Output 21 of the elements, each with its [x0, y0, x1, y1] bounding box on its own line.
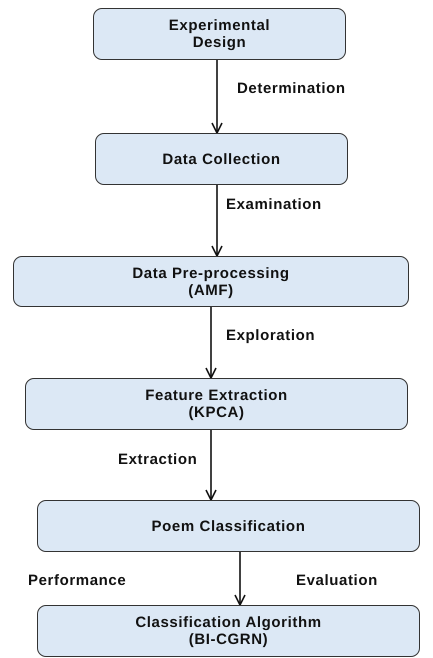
arrow [205, 430, 217, 501]
process-box [25, 378, 408, 430]
arrow [234, 552, 246, 606]
step-title: Data Collection [162, 150, 281, 168]
step-title: Poem Classification [152, 518, 306, 534]
process-box [37, 500, 420, 552]
process-box [95, 133, 348, 185]
step-title: Data Pre-processing [132, 264, 290, 282]
arrow [211, 60, 223, 134]
arrow [205, 307, 217, 379]
method-name: (BI-CGRN) [188, 631, 268, 648]
arrow [211, 185, 223, 257]
edge-label: Exploration [226, 327, 316, 344]
step-title: Feature Extraction [145, 387, 288, 404]
method-name: (KPCA) [188, 404, 245, 421]
step-title: Experimental Design [168, 17, 272, 51]
process-box [13, 256, 409, 307]
step-title: Classification Algorithm [135, 614, 322, 631]
process-box [37, 605, 420, 657]
process-box [93, 8, 346, 60]
method-name: (AMF) [188, 282, 234, 298]
